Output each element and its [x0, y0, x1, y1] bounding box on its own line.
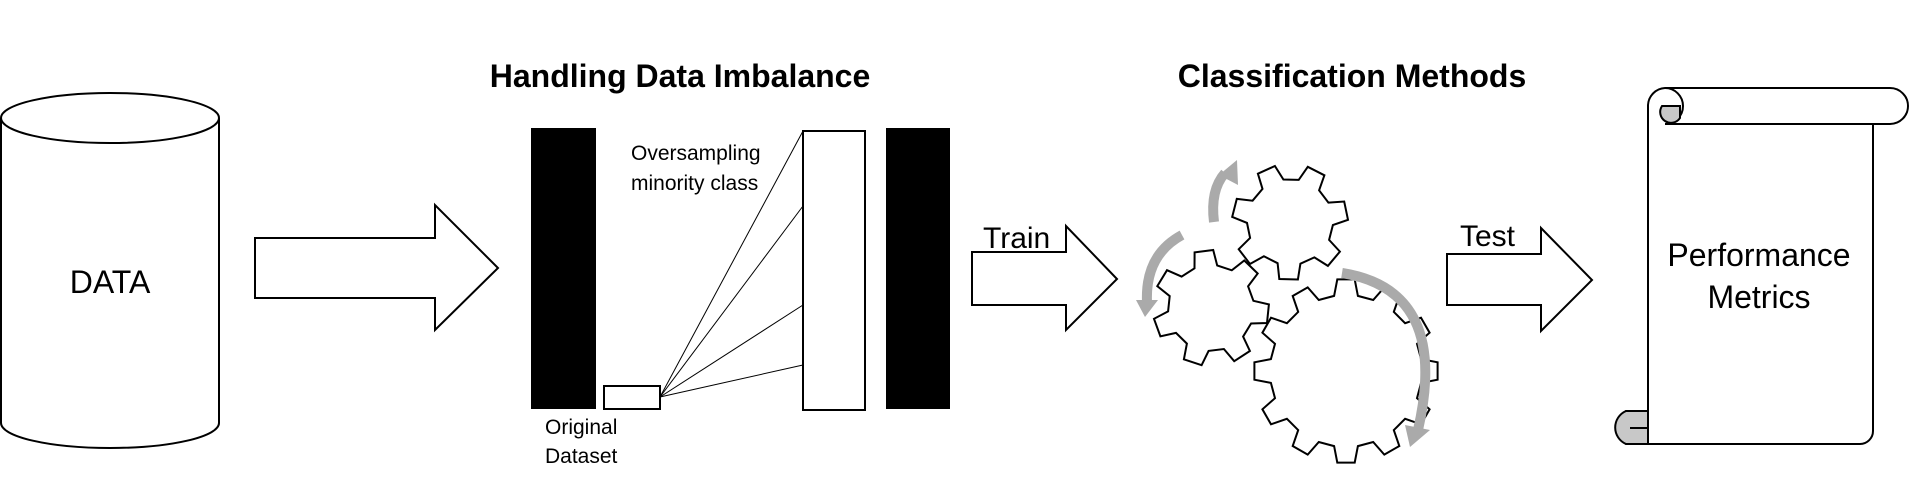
minority-class-box: [603, 385, 661, 410]
oversampling-lines: [659, 130, 804, 398]
train-label: Train: [983, 222, 1050, 255]
database-cylinder-icon: [0, 92, 220, 449]
gear-icon: [1253, 278, 1439, 464]
rotation-arrow-icon: [1136, 160, 1430, 447]
oversampled-minority-box: [802, 130, 866, 411]
gear-icon: [1231, 164, 1350, 281]
metrics-label-line2: Metrics: [1707, 279, 1810, 315]
right-arrow-icon: [1446, 225, 1594, 334]
metrics-label-line1: Performance: [1667, 237, 1850, 273]
original-label-line2: Dataset: [545, 445, 618, 468]
original-label-line1: Original: [545, 416, 617, 439]
right-arrow-icon: [971, 223, 1119, 333]
test-label: Test: [1460, 220, 1516, 253]
majority-class-bar: [531, 128, 596, 409]
data-label: DATA: [70, 264, 151, 300]
gear-icon: [1152, 248, 1270, 367]
balanced-majority-bar: [886, 128, 950, 409]
imbalance-title: Handling Data Imbalance: [490, 58, 871, 94]
right-arrow-icon: [254, 202, 500, 333]
classification-title: Classification Methods: [1178, 58, 1527, 94]
oversampling-label-line1: Oversampling: [631, 142, 761, 165]
oversampling-label-line2: minority class: [631, 172, 758, 195]
scroll-icon: [1614, 87, 1909, 445]
